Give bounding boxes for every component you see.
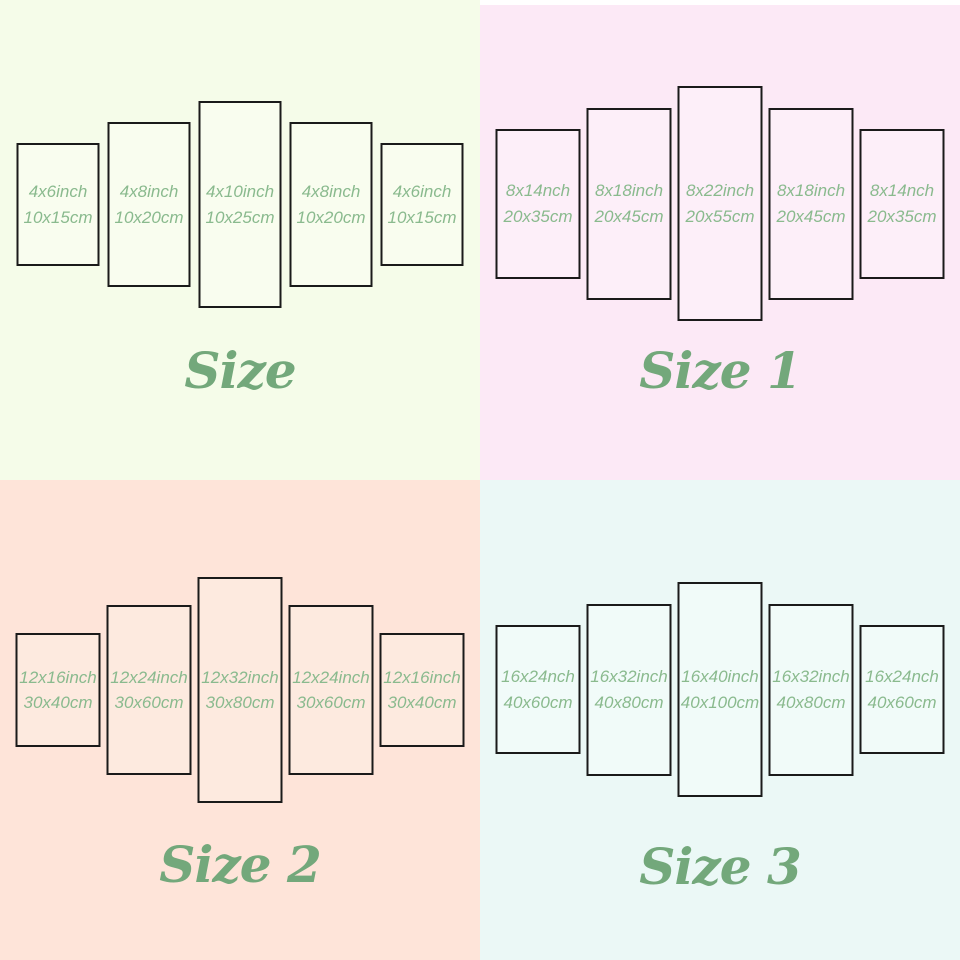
panel-size-cm: 10x20cm bbox=[296, 207, 366, 227]
size-chart-quadrant-size-3: 16x24nch 40x60cm 16x32inch 40x80cm 16x40… bbox=[480, 480, 960, 960]
size-chart-quadrant-size-2: 12x16inch 30x40cm 12x24inch 30x60cm 12x3… bbox=[0, 480, 480, 960]
panel-size-cm: 30x40cm bbox=[23, 693, 93, 712]
panel-size-inch: 12x32inch bbox=[201, 667, 279, 687]
size-panel: 4x6inch 10x15cm bbox=[380, 143, 464, 266]
panel-size-cm: 20x35cm bbox=[503, 206, 573, 226]
panel-size-inch: 16x32inch bbox=[590, 667, 668, 686]
panel-row: 12x16inch 30x40cm 12x24inch 30x60cm 12x3… bbox=[15, 577, 465, 803]
size-panel: 12x16inch 30x40cm bbox=[15, 633, 101, 747]
panel-size-inch: 4x6inch bbox=[28, 182, 88, 201]
panel-size-inch: 16x40inch bbox=[681, 667, 759, 686]
panel-size-cm: 30x60cm bbox=[114, 693, 184, 712]
panel-size-cm: 40x60cm bbox=[867, 692, 937, 712]
panel-size-inch: 12x16inch bbox=[383, 667, 461, 687]
size-panel: 4x8inch 10x20cm bbox=[107, 122, 191, 287]
panel-size-cm: 10x25cm bbox=[205, 207, 275, 227]
panel-size-inch: 16x24nch bbox=[501, 667, 575, 686]
panel-size-inch: 4x10inch bbox=[205, 182, 275, 201]
size-panel: 16x32inch 40x80cm bbox=[586, 603, 672, 776]
panel-size-inch: 4x8inch bbox=[301, 182, 361, 201]
panel-size-cm: 30x40cm bbox=[387, 693, 457, 712]
panel-row: 16x24nch 40x60cm 16x32inch 40x80cm 16x40… bbox=[495, 582, 945, 797]
panel-size-inch: 8x22inch bbox=[685, 181, 755, 200]
panel-size-cm: 10x20cm bbox=[114, 207, 184, 227]
quadrant-title: Size 1 bbox=[639, 341, 802, 400]
panel-size-cm: 20x45cm bbox=[594, 206, 664, 226]
size-panel: 4x6inch 10x15cm bbox=[16, 143, 100, 266]
panel-size-cm: 20x55cm bbox=[685, 206, 755, 226]
quadrant-title: Size 2 bbox=[159, 835, 322, 894]
panel-size-cm: 20x45cm bbox=[776, 206, 846, 226]
panel-size-inch: 8x18inch bbox=[776, 181, 846, 200]
panel-size-inch: 4x8inch bbox=[119, 182, 179, 201]
size-chart-quadrant-size: 4x6inch 10x15cm 4x8inch 10x20cm 4x10inch… bbox=[0, 0, 480, 480]
panel-size-inch: 12x24inch bbox=[110, 667, 188, 687]
size-panel: 12x32inch 30x80cm bbox=[197, 577, 283, 803]
panel-size-inch: 16x32inch bbox=[772, 667, 850, 686]
panel-row: 8x14nch 20x35cm 8x18inch 20x45cm 8x22inc… bbox=[495, 86, 945, 321]
panel-size-cm: 40x80cm bbox=[776, 692, 846, 712]
size-panel: 4x10inch 10x25cm bbox=[198, 101, 282, 308]
panel-size-cm: 30x80cm bbox=[205, 693, 275, 712]
panel-size-cm: 40x60cm bbox=[503, 692, 573, 712]
panel-size-inch: 16x24nch bbox=[865, 667, 939, 686]
panel-size-inch: 8x14nch bbox=[869, 181, 935, 200]
size-panel: 16x32inch 40x80cm bbox=[768, 603, 854, 776]
panel-size-cm: 40x100cm bbox=[680, 692, 760, 712]
size-panel: 12x24inch 30x60cm bbox=[288, 605, 374, 775]
panel-size-cm: 30x60cm bbox=[296, 693, 366, 712]
panel-size-inch: 12x24inch bbox=[292, 667, 370, 687]
size-panel: 12x24inch 30x60cm bbox=[106, 605, 192, 775]
size-panel: 8x14nch 20x35cm bbox=[495, 128, 581, 279]
size-panel: 8x18inch 20x45cm bbox=[586, 107, 672, 300]
size-panel: 8x18inch 20x45cm bbox=[768, 107, 854, 300]
panel-size-inch: 4x6inch bbox=[392, 182, 452, 201]
panel-size-cm: 20x35cm bbox=[867, 206, 937, 226]
panel-size-inch: 8x14nch bbox=[505, 181, 571, 200]
panel-size-inch: 12x16inch bbox=[19, 667, 97, 687]
panel-size-cm: 10x15cm bbox=[387, 207, 457, 227]
quadrant-title: Size bbox=[184, 341, 296, 400]
size-chart-quadrant-size-1: 8x14nch 20x35cm 8x18inch 20x45cm 8x22inc… bbox=[480, 0, 960, 480]
panel-size-cm: 10x15cm bbox=[23, 207, 93, 227]
size-panel: 16x40inch 40x100cm bbox=[677, 582, 763, 797]
size-panel: 16x24nch 40x60cm bbox=[859, 625, 945, 754]
panel-size-inch: 8x18inch bbox=[594, 181, 664, 200]
size-panel: 8x22inch 20x55cm bbox=[677, 86, 763, 321]
panel-row: 4x6inch 10x15cm 4x8inch 10x20cm 4x10inch… bbox=[16, 101, 464, 308]
size-panel: 4x8inch 10x20cm bbox=[289, 122, 373, 287]
panel-size-cm: 40x80cm bbox=[594, 692, 664, 712]
size-panel: 8x14nch 20x35cm bbox=[859, 128, 945, 279]
quadrant-title: Size 3 bbox=[639, 837, 802, 896]
size-panel: 12x16inch 30x40cm bbox=[379, 633, 465, 747]
size-panel: 16x24nch 40x60cm bbox=[495, 625, 581, 754]
